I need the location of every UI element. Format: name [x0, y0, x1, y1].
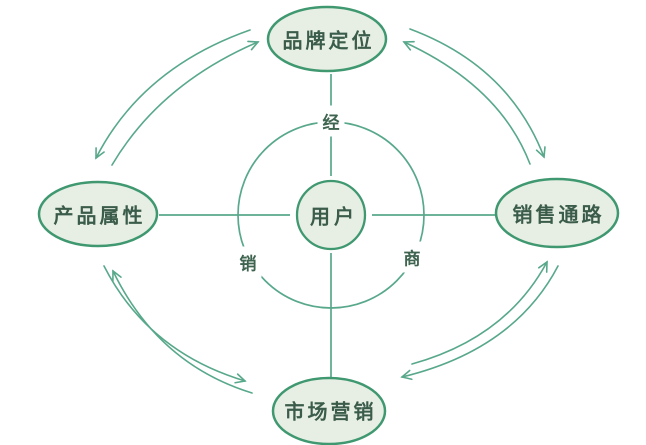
arrow-bottom-to-right	[411, 260, 548, 365]
ellipse-brand-positioning	[266, 5, 388, 73]
curved-arrows	[95, 28, 559, 394]
arrow-top-to-left	[95, 29, 251, 160]
node-label-product-attributes: 产品属性	[53, 203, 146, 228]
circle-user	[295, 179, 367, 251]
node-shapes	[37, 5, 620, 445]
ellipse-sales-channels	[494, 177, 620, 249]
arrow-bottom-to-left	[112, 269, 253, 394]
arrow-right-to-bottom	[400, 265, 559, 381]
arrow-left-to-bottom	[103, 265, 247, 384]
node-label-marketing: 市场营销	[284, 399, 377, 424]
ellipse-marketing	[271, 376, 387, 445]
arrow-right-to-top	[402, 40, 531, 165]
center-label-user: 用户	[310, 204, 358, 229]
node-label-sales-channels: 销售通路	[512, 202, 605, 227]
ring-label-jing: 经	[317, 105, 345, 137]
ellipse-product-attributes	[37, 180, 159, 248]
arrow-top-to-right	[409, 28, 546, 159]
node-label-brand-positioning: 品牌定位	[282, 28, 375, 53]
arrow-left-to-top	[111, 40, 260, 166]
ring-label-shang: 商	[398, 241, 426, 273]
ring-label-xiao: 销	[234, 246, 262, 278]
